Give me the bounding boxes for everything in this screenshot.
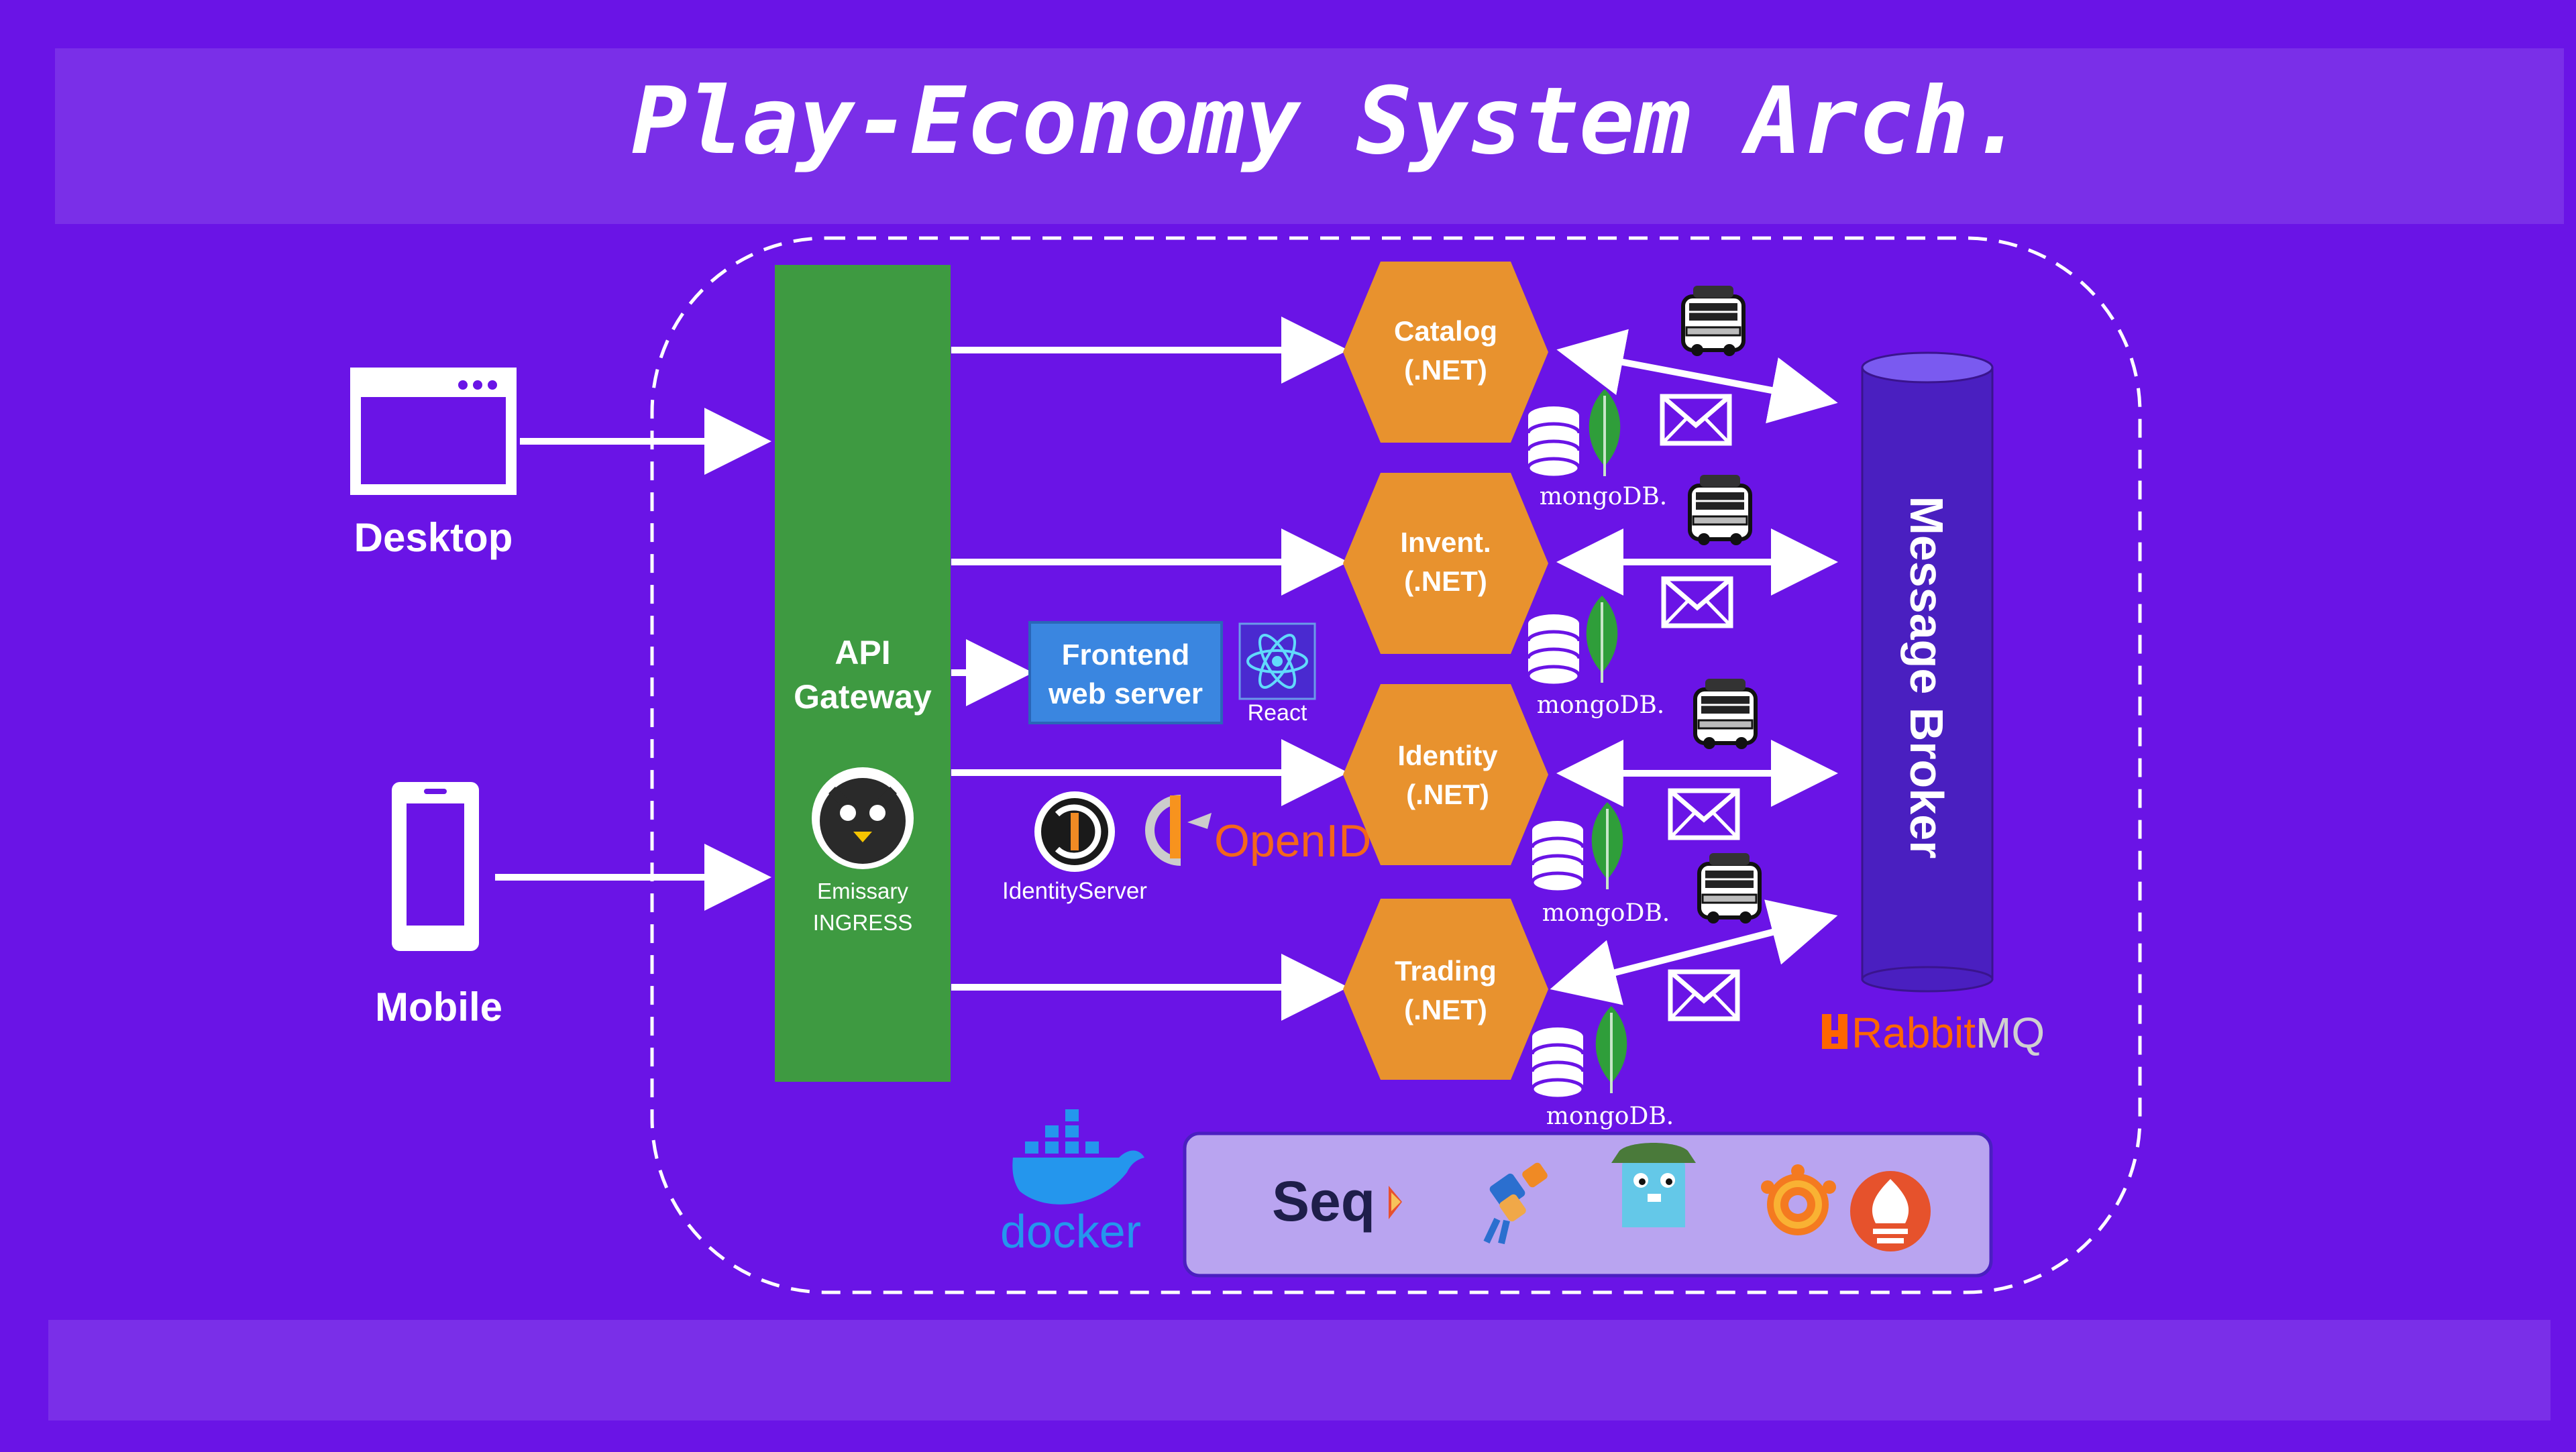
masstransit-bus-icon xyxy=(1690,475,1750,545)
identityserver-icon xyxy=(1034,791,1115,872)
catalog-mongodb: mongoDB. xyxy=(1528,388,1667,510)
api-gateway xyxy=(775,265,951,1082)
service-trading: Trading (.NET) xyxy=(1343,899,1548,1080)
inventory-db-label: mongoDB. xyxy=(1537,691,1664,719)
identityserver-label: IdentityServer xyxy=(1002,878,1147,904)
identity-name: Identity xyxy=(1397,740,1498,771)
catalog-db-label: mongoDB. xyxy=(1540,483,1667,510)
footer-band xyxy=(48,1320,2551,1420)
identity-tech: (.NET) xyxy=(1406,779,1489,810)
seq-mark-icon xyxy=(1389,1186,1402,1219)
service-catalog: Catalog (.NET) xyxy=(1343,262,1548,443)
inventory-name: Invent. xyxy=(1400,526,1491,558)
mobile-icon xyxy=(392,782,479,951)
identity-mongodb: mongoDB. xyxy=(1532,801,1670,927)
telescope-icon xyxy=(1483,1162,1548,1245)
mongodb-leaf-icon xyxy=(1587,388,1622,478)
frontend-label-line1: Frontend xyxy=(1062,638,1190,671)
mongodb-leaf-icon xyxy=(1590,801,1625,891)
rabbitmq-label: RabbitMQ xyxy=(1851,1009,2045,1057)
observability-tools-panel xyxy=(1183,1131,1993,1278)
message-envelope-icon xyxy=(1670,972,1737,1019)
service-identity: Identity (.NET) xyxy=(1343,684,1548,865)
grafana-icon xyxy=(1761,1164,1836,1235)
mongodb-leaf-icon xyxy=(1594,1005,1629,1095)
catalog-name: Catalog xyxy=(1394,315,1497,347)
message-envelope-icon xyxy=(1662,396,1729,443)
ingress-label-line1: Emissary xyxy=(817,879,908,903)
page-title: Play-Economy System Arch. xyxy=(631,67,2025,175)
database-icon xyxy=(1528,406,1579,478)
message-broker-label: Message Broker xyxy=(1900,496,1953,859)
masstransit-bus-icon xyxy=(1695,679,1756,749)
database-icon xyxy=(1532,821,1583,892)
mongodb-leaf-icon xyxy=(1585,594,1619,684)
emissary-ingress-icon xyxy=(812,767,914,869)
mobile-label: Mobile xyxy=(375,985,502,1029)
arrow-trading-broker xyxy=(1550,899,1838,1005)
trading-db-label: mongoDB. xyxy=(1546,1103,1674,1130)
docker-whale-icon xyxy=(1012,1109,1144,1205)
inventory-tech: (.NET) xyxy=(1404,565,1487,597)
desktop-label: Desktop xyxy=(354,515,513,560)
trading-name: Trading xyxy=(1395,955,1497,987)
jaeger-gopher-icon xyxy=(1611,1143,1696,1227)
identity-db-label: mongoDB. xyxy=(1542,899,1670,927)
masstransit-bus-icon xyxy=(1683,286,1743,356)
masstransit-bus-icon xyxy=(1699,853,1760,924)
docker-label: docker xyxy=(1000,1205,1141,1258)
arrow-catalog-broker xyxy=(1556,329,1838,424)
message-envelope-icon xyxy=(1664,579,1731,626)
database-icon xyxy=(1528,614,1579,685)
react-icon xyxy=(1238,622,1316,700)
openid-icon xyxy=(1145,795,1212,866)
frontend-web-server xyxy=(1028,621,1223,724)
message-envelope-icon xyxy=(1670,791,1737,838)
message-broker xyxy=(1861,351,1994,993)
gateway-label-line1: API xyxy=(835,634,890,671)
trading-tech: (.NET) xyxy=(1404,994,1487,1025)
catalog-tech: (.NET) xyxy=(1404,354,1487,386)
gateway-label-line2: Gateway xyxy=(794,678,932,716)
openid-label: OpenID xyxy=(1214,816,1371,867)
database-icon xyxy=(1532,1027,1583,1099)
react-label: React xyxy=(1248,700,1307,726)
desktop-icon xyxy=(350,368,517,495)
frontend-label-line2: web server xyxy=(1048,677,1203,710)
cluster-boundary xyxy=(650,236,2142,1294)
prometheus-icon xyxy=(1850,1171,1931,1251)
title-banner xyxy=(55,48,2564,224)
seq-label: Seq xyxy=(1272,1170,1375,1233)
rabbitmq-logo-icon xyxy=(1822,1014,1847,1049)
service-inventory: Invent. (.NET) xyxy=(1343,473,1548,654)
trading-mongodb: mongoDB. xyxy=(1532,1005,1674,1130)
inventory-mongodb: mongoDB. xyxy=(1528,594,1664,719)
ingress-label-line2: INGRESS xyxy=(813,910,913,935)
